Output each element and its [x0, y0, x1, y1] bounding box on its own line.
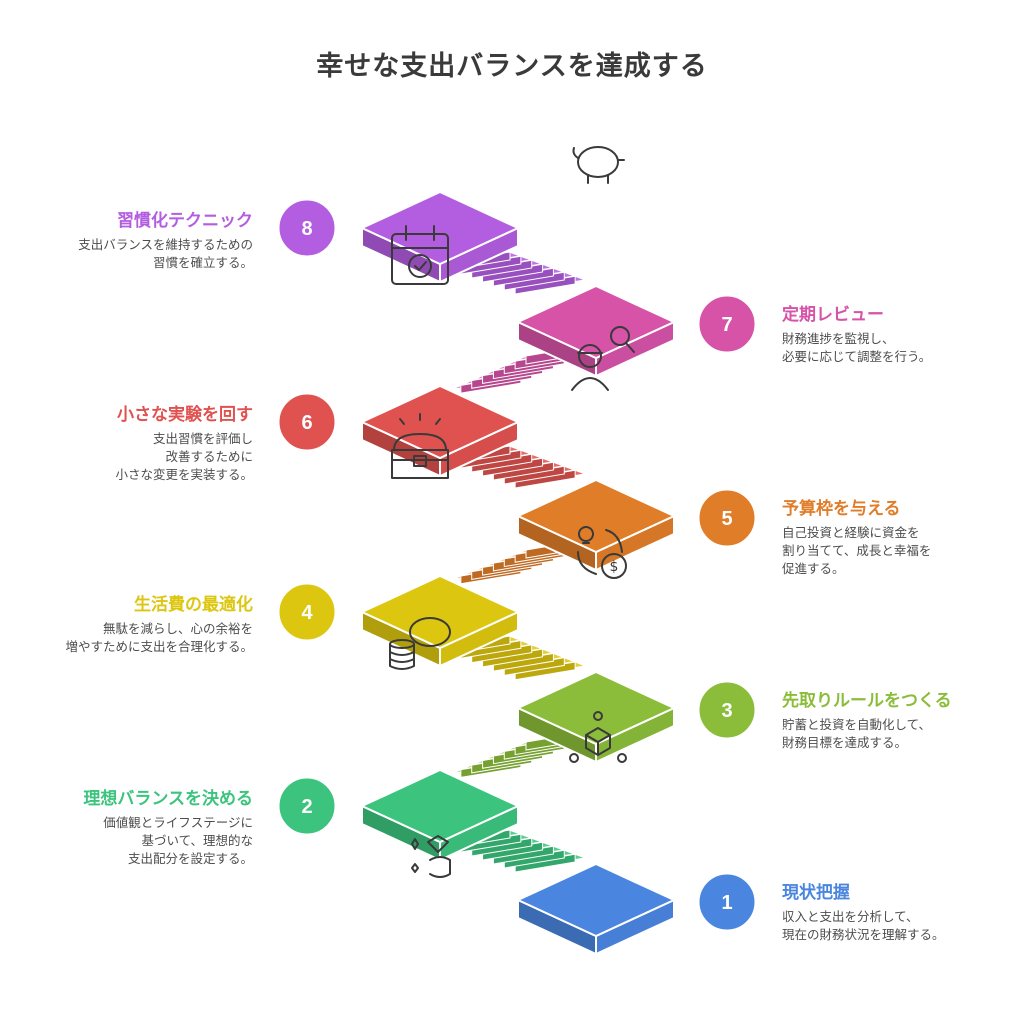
step-description: 財務進捗を監視し、 必要に応じて調整を行う。 [782, 331, 932, 364]
stair-flight-1 [447, 829, 589, 873]
step-description: 自己投資と経験に資金を 割り当てて、成長と幸福を 促進する。 [782, 525, 932, 576]
network-cube-icon [569, 711, 627, 763]
diamond-hand-icon [411, 835, 451, 878]
platform-step-2 [359, 768, 521, 862]
step-number-2: 2 [301, 796, 312, 818]
step-title: 小さな実験を回す [117, 405, 253, 425]
step-title: 先取りルールをつくる [782, 691, 952, 711]
treasure-chest-icon [391, 413, 449, 479]
step-number-badge-1: 1 [696, 871, 758, 933]
step-number-5: 5 [721, 508, 732, 530]
step-number-badge-4: 4 [276, 581, 338, 643]
step-description: 収入と支出を分析して、 現在の財務状況を理解する。 [782, 909, 945, 942]
step-description: 無駄を減らし、心の余裕を 増やすために支出を合理化する。 [65, 621, 253, 654]
step-title: 生活費の最適化 [134, 595, 253, 615]
step-number-6: 6 [301, 412, 312, 434]
piggy-bank-icon [572, 146, 625, 184]
calendar-check-icon [391, 225, 449, 285]
step-title: 定期レビュー [782, 305, 884, 325]
step-number-badge-3: 3 [696, 679, 758, 741]
step-number-badge-6: 6 [276, 391, 338, 453]
step-number-4: 4 [301, 602, 313, 624]
step-description: 価値観とライフステージに 基づいて、理想的な 支出配分を設定する。 [103, 815, 253, 866]
step-number-badge-5: 5 [696, 487, 758, 549]
step-title: 習慣化テクニック [117, 211, 253, 231]
step-number-3: 3 [721, 700, 732, 722]
platform-step-3 [515, 670, 677, 764]
svg-text:$: $ [610, 559, 619, 575]
researcher-magnifier-icon [571, 326, 635, 391]
step-title: 現状把握 [782, 883, 850, 903]
platform-step-6 [359, 384, 521, 478]
step-number-badge-8: 8 [276, 197, 338, 259]
icons-layer: $ [389, 146, 635, 878]
step-title: 理想バランスを決める [83, 789, 253, 809]
platform-step-1 [515, 862, 677, 956]
step-description: 支出バランスを維持するための 習慣を確立する。 [78, 237, 253, 270]
step-number-1: 1 [721, 892, 732, 914]
platform-step-8 [359, 190, 521, 284]
step-title: 予算枠を与える [782, 499, 901, 519]
piggy-coins-icon [389, 617, 451, 670]
idea-money-cycle-icon: $ [577, 526, 627, 579]
step-description: 支出習慣を評価し 改善するために 小さな変更を実装する。 [115, 431, 253, 482]
platform-step-5 [515, 478, 677, 572]
platform-step-7 [515, 284, 677, 378]
step-number-badge-2: 2 [276, 775, 338, 837]
stair-flight-2 [449, 731, 587, 779]
step-description: 貯蓄と投資を自動化して、 財務目標を達成する。 [782, 717, 932, 750]
step-number-8: 8 [301, 218, 312, 240]
step-number-7: 7 [721, 314, 732, 336]
step-number-badge-7: 7 [696, 293, 758, 355]
platform-step-4 [359, 574, 521, 668]
page-title: 幸せな支出バランスを達成する [316, 51, 708, 82]
